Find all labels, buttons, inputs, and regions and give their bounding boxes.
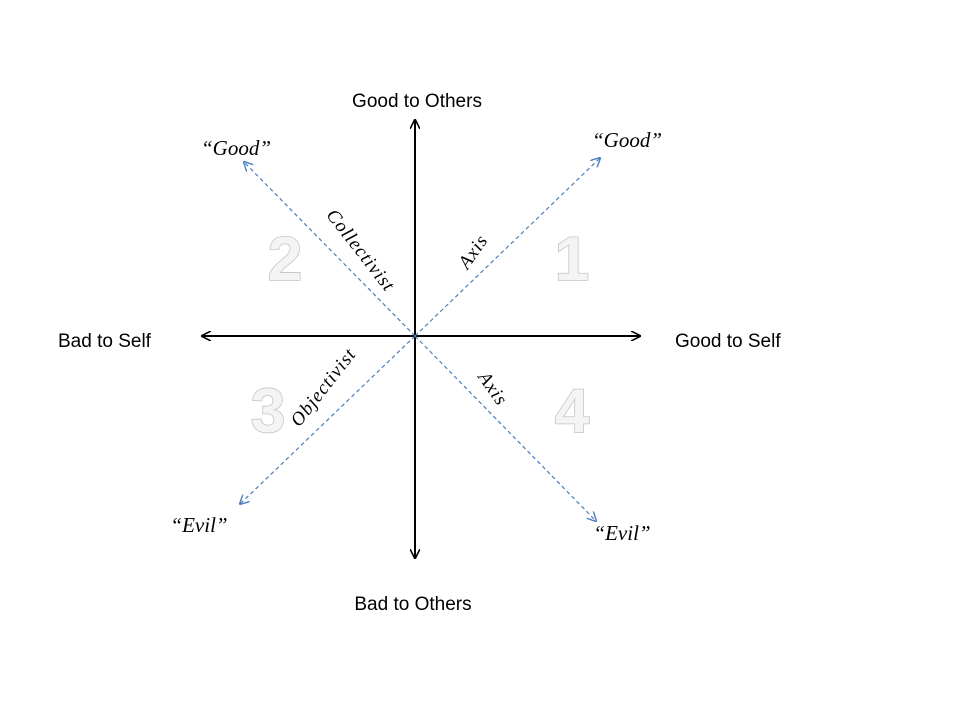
axis-label-left: Bad to Self: [58, 331, 152, 352]
pole-label-lower-right: “Evil”: [593, 521, 650, 545]
axis-label-bottom: Bad to Others: [354, 594, 471, 615]
quadrant-number-4: 4: [555, 377, 590, 446]
pole-label-upper-left: “Good”: [201, 136, 271, 160]
label-axis-upper-right: Axis: [453, 231, 492, 275]
pole-label-upper-right: “Good”: [592, 128, 662, 152]
label-collectivist: Collectivist: [322, 205, 399, 296]
pole-label-lower-left: “Evil”: [170, 513, 227, 537]
label-axis-lower-right: Axis: [472, 366, 511, 410]
diagonal-axis-upper-left: [244, 162, 416, 337]
diagonal-axis-lower-right: [414, 335, 596, 521]
quadrant-number-3: 3: [251, 377, 285, 446]
quadrant-number-1: 1: [555, 225, 589, 294]
diagonal-axis-lower-left: [240, 335, 416, 504]
axis-label-right: Good to Self: [675, 331, 781, 352]
label-objectivist: Objectivist: [287, 344, 361, 430]
quadrant-number-2: 2: [268, 225, 302, 294]
diagonal-axis-upper-right: [414, 158, 600, 337]
axis-label-top: Good to Others: [352, 91, 482, 112]
